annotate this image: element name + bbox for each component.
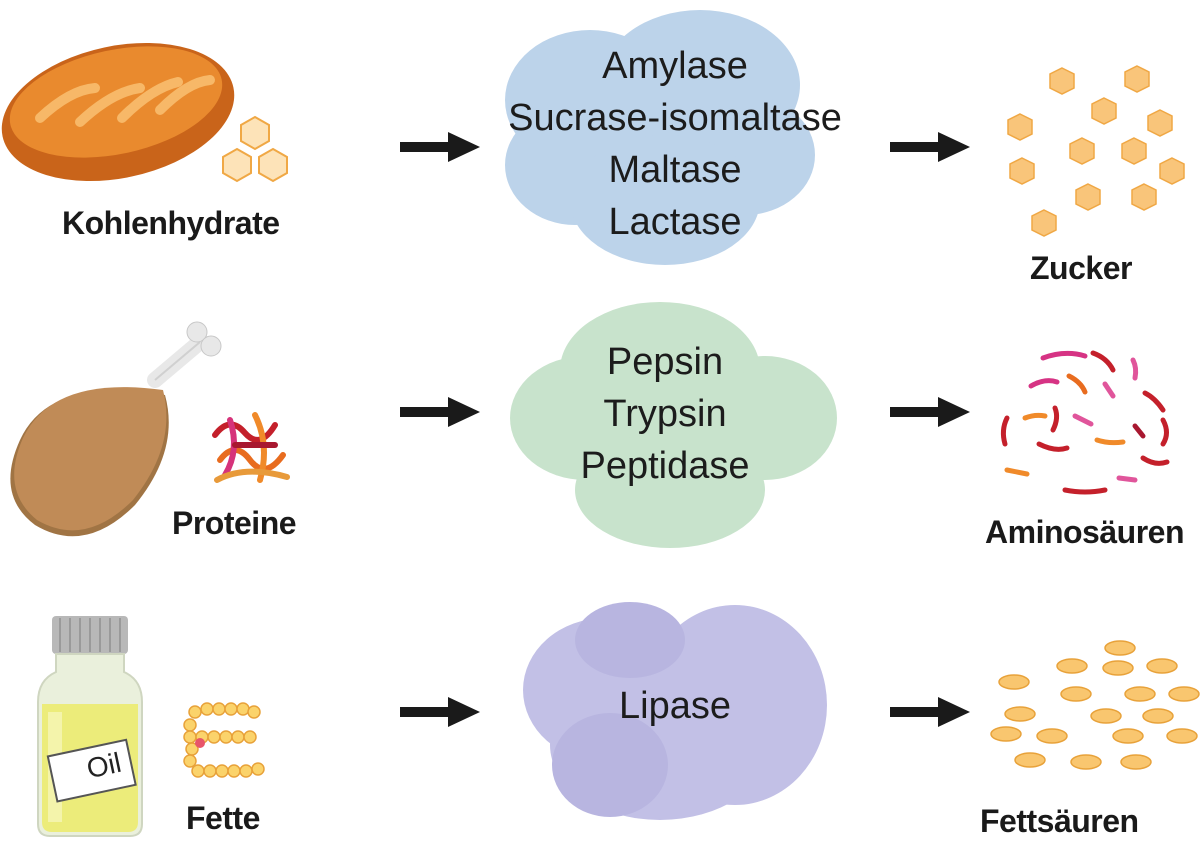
product-label-fats: Fettsäuren (980, 803, 1139, 839)
enzyme-peptidase: Peptidase (580, 445, 750, 487)
enzyme-list-proteins: Pepsin Trypsin Peptidase (495, 336, 835, 492)
arrow-icon (400, 132, 480, 162)
protein-structure-icon (212, 412, 290, 483)
arrow-icon (400, 397, 480, 427)
enzyme-trypsin: Trypsin (603, 393, 727, 435)
enzyme-list-fats: Lipase (575, 680, 775, 732)
enzyme-maltase: Maltase (608, 149, 742, 191)
enzyme-cloud-proteins (510, 302, 837, 548)
source-label-fats: Fette (186, 800, 260, 836)
enzyme-lipase: Lipase (619, 685, 731, 727)
enzyme-pepsin: Pepsin (606, 341, 724, 383)
fat-molecule-icon (183, 702, 265, 778)
arrow-icon (890, 697, 970, 727)
carbohydrate-hexagon-icon (222, 115, 288, 183)
arrow-icon (890, 132, 970, 162)
enzyme-list-carbs: Amylase Sucrase-isomaltase Maltase Lacta… (495, 40, 855, 248)
bread-icon (1, 42, 235, 182)
chicken-leg-icon (10, 321, 222, 537)
product-label-carbs: Zucker (1030, 250, 1132, 286)
arrow-icon (400, 697, 480, 727)
product-label-proteins: Aminosäuren (985, 514, 1184, 550)
arrow-icon (890, 397, 970, 427)
fatty-acid-droplets-icon (990, 640, 1200, 770)
source-label-carbs: Kohlenhydrate (62, 205, 280, 241)
oil-bottle-icon (37, 616, 143, 837)
enzyme-lactase: Lactase (608, 201, 742, 243)
enzyme-amylase: Amylase (602, 45, 748, 87)
source-label-proteins: Proteine (172, 505, 297, 541)
sugar-hexagons-icon (1007, 65, 1185, 237)
amino-acid-fragments-icon (1000, 350, 1170, 495)
enzyme-cloud-fats (523, 602, 827, 820)
enzyme-sucrase-isomaltase: Sucrase-isomaltase (508, 97, 842, 139)
enzyme-cloud-carbs (505, 10, 815, 265)
